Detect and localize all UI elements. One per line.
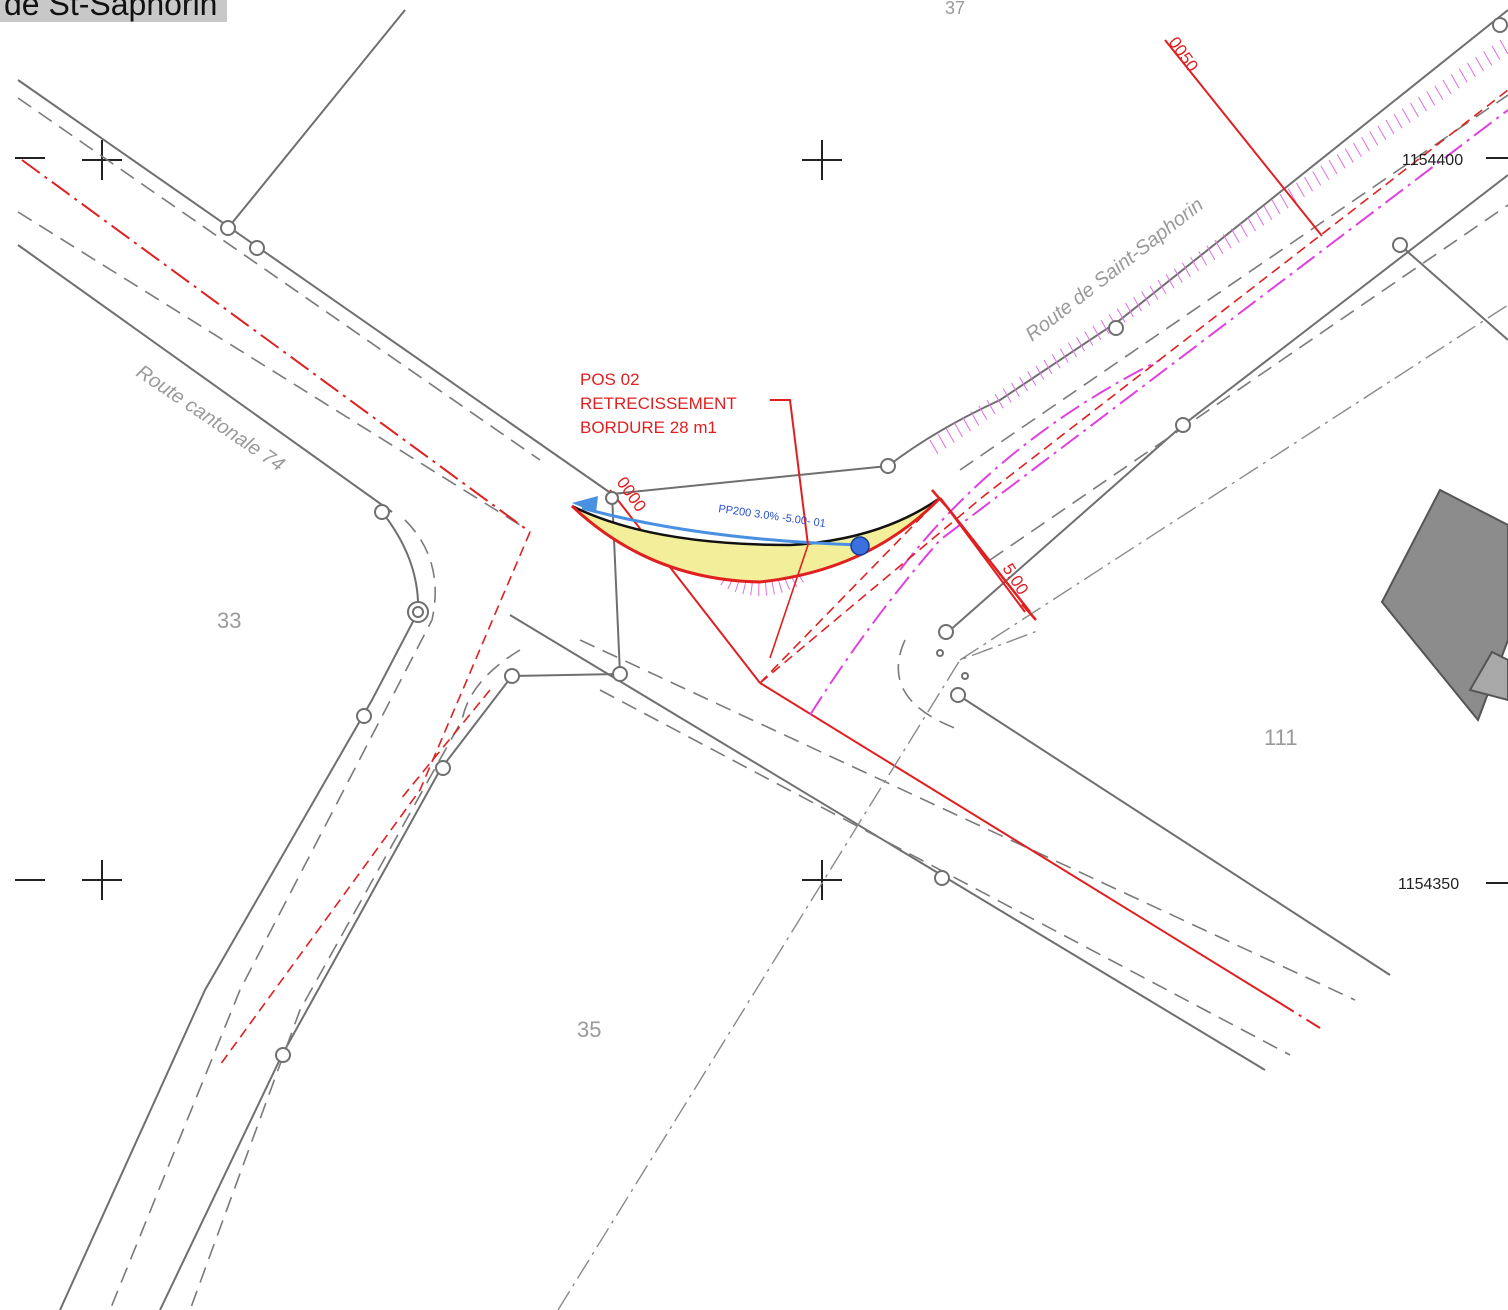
hatch-tick — [1483, 51, 1493, 66]
building — [1380, 488, 1508, 722]
hatch-tick — [1352, 142, 1362, 158]
parcel-111: 111 — [1264, 725, 1297, 750]
hatch-tick — [1344, 148, 1354, 163]
hatch-tick — [1369, 131, 1379, 146]
hatch-tick — [1181, 262, 1191, 278]
top-cut-label: 37 — [945, 0, 965, 18]
map-title: de St-Saphorin — [0, 0, 228, 22]
route-cantonale-label: Route cantonale 74 — [132, 361, 288, 476]
hatch-tick — [1149, 285, 1159, 300]
hatch-tick — [978, 405, 988, 420]
hatch-tick — [962, 416, 972, 432]
hatch-tick — [1385, 119, 1395, 135]
hatch-tick — [1238, 222, 1248, 238]
hatch-tick — [1214, 239, 1224, 255]
hatch-tick — [771, 580, 775, 595]
hatch-tick — [1336, 154, 1346, 169]
hatch-tick — [1466, 62, 1476, 78]
hatch-tick — [1304, 176, 1314, 192]
hatch-tick — [1361, 136, 1371, 152]
hatch-tick — [1255, 211, 1265, 226]
annotation-pos: POS 02 — [580, 370, 640, 389]
hatch-tick — [1198, 251, 1208, 266]
route-saint-saphorin — [611, 9, 1508, 731]
coordinate-north-lower: 1154350 — [1398, 876, 1459, 893]
hatch-tick — [1271, 199, 1281, 215]
hatch-tick — [1157, 279, 1167, 295]
profile-label: PP200 3.0% -5.00- 01 — [718, 503, 827, 530]
hatch-tick — [1499, 39, 1508, 55]
hatch-tick — [1434, 85, 1444, 100]
hatch-tick — [1092, 325, 1102, 340]
hatch-tick — [1409, 102, 1419, 118]
hatch-tick — [1418, 96, 1428, 112]
hatch-tick — [1450, 74, 1460, 89]
hatch-tick — [1393, 114, 1403, 129]
hatch-tick — [986, 399, 996, 415]
hatch-tick — [1320, 165, 1330, 180]
hatch-tick — [1295, 182, 1305, 198]
parcel-35: 35 — [577, 1017, 601, 1042]
hatch-tick — [1027, 371, 1037, 386]
hatch-tick — [1124, 302, 1134, 318]
hatch-tick — [1116, 308, 1126, 323]
hatch-tick — [1173, 268, 1183, 283]
grid-crosses — [15, 140, 1508, 900]
hatch-tick — [1133, 296, 1143, 312]
hatch-tick — [1165, 274, 1175, 289]
hatch-tick — [1141, 291, 1151, 306]
narrowing-design-area — [570, 399, 1037, 684]
hatch-tick — [945, 428, 955, 443]
hatch-tick — [1051, 354, 1061, 369]
hatch-tick — [1206, 245, 1216, 260]
hatch-tick — [929, 439, 939, 455]
survey-points — [220, 17, 1508, 1063]
hatch-tick — [1263, 205, 1273, 220]
hatch-tick — [1019, 376, 1029, 392]
chainage-end-label: 0050 — [1165, 33, 1202, 75]
parcel-33: 33 — [217, 608, 241, 633]
hatch-tick — [1312, 171, 1322, 186]
hatch-tick — [1190, 256, 1200, 272]
hatch-tick — [777, 579, 783, 593]
hatch-tick — [1491, 45, 1501, 60]
hatch-tick — [1100, 319, 1110, 335]
hatch-tick — [1475, 56, 1485, 72]
hatch-tick — [1287, 188, 1297, 203]
hatch-tick — [1002, 388, 1012, 403]
hatch-tick — [970, 411, 980, 426]
hatch-tick — [1084, 331, 1094, 346]
hatch-tick — [1401, 108, 1411, 123]
hatch-tick — [1377, 125, 1387, 140]
hatch-tick — [1043, 359, 1053, 375]
hatch-tick — [1230, 228, 1240, 243]
hatch-tick — [1442, 79, 1452, 95]
hatch-tick — [1010, 382, 1020, 398]
hatch-tick — [994, 394, 1004, 409]
hatch-tick — [1059, 348, 1069, 363]
hatch-tick — [1076, 336, 1086, 352]
hatch-tick — [764, 581, 768, 596]
hatch-tick — [1067, 342, 1077, 358]
coordinate-north-upper: 1154400 — [1402, 152, 1463, 169]
hatch-tick — [1035, 365, 1045, 380]
route-cantonale-edges — [17, 79, 1391, 1071]
hatch-tick — [937, 434, 947, 449]
hatch-ticks — [720, 39, 1508, 596]
hatch-tick — [953, 422, 963, 438]
hatch-tick — [1247, 216, 1257, 232]
hatch-tick — [1222, 234, 1232, 249]
hatch-tick — [1328, 159, 1338, 175]
annotation-bordure: BORDURE 28 m1 — [580, 418, 717, 437]
hatch-tick — [750, 581, 753, 596]
southwest-branch — [59, 493, 621, 1310]
annotation-retrecissement: RETRECISSEMENT — [580, 394, 737, 413]
hatch-tick — [1279, 194, 1289, 209]
hatch-tick — [1458, 68, 1468, 83]
hatch-tick — [1426, 91, 1436, 106]
